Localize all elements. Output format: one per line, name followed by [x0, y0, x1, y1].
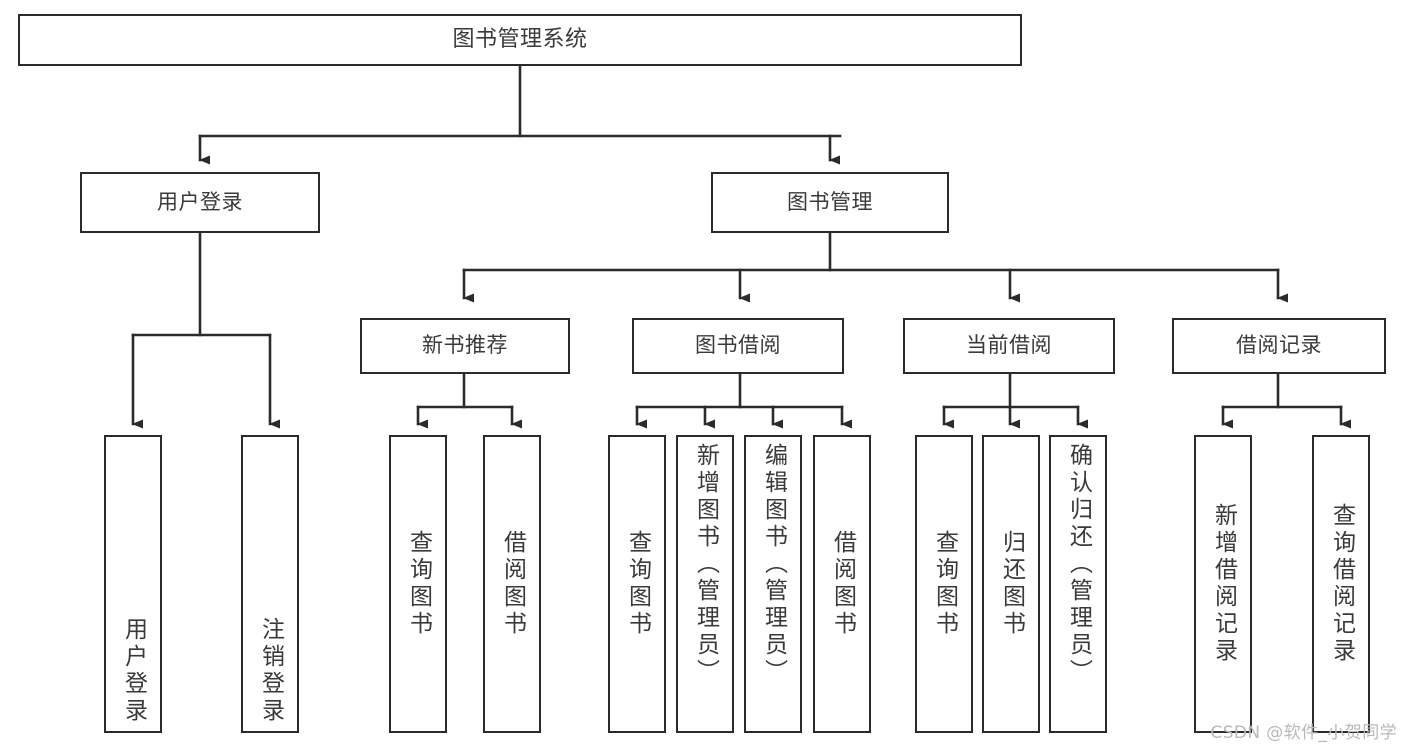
leaf-add-book-admin[interactable]: 新增图书（管理员） — [676, 435, 734, 733]
node-label: 用户登录 — [157, 189, 243, 214]
leaf-query-book-borrowing[interactable]: 查询图书 — [608, 435, 666, 733]
node-label: 查询图书 — [405, 530, 432, 638]
leaf-borrow-book-borrowing[interactable]: 借阅图书 — [813, 435, 871, 733]
node-borrowing-records[interactable]: 借阅记录 — [1172, 318, 1386, 374]
leaf-user-login[interactable]: 用户登录 — [104, 435, 162, 733]
leaf-return-book[interactable]: 归还图书 — [982, 435, 1040, 733]
node-label: 新书推荐 — [422, 333, 508, 358]
node-new-book-recommendation[interactable]: 新书推荐 — [360, 318, 570, 374]
node-label: 借阅图书 — [499, 530, 526, 638]
leaf-confirm-return-admin[interactable]: 确认归还（管理员） — [1049, 435, 1107, 733]
node-root-book-management-system[interactable]: 图书管理系统 — [18, 14, 1022, 66]
node-current-borrowing[interactable]: 当前借阅 — [903, 318, 1115, 374]
leaf-edit-book-admin[interactable]: 编辑图书（管理员） — [744, 435, 802, 733]
node-label: 借阅记录 — [1236, 333, 1322, 358]
node-label: 注销登录 — [257, 617, 284, 725]
node-label: 图书借阅 — [695, 333, 781, 358]
leaf-borrow-book-new-recommendation[interactable]: 借阅图书 — [483, 435, 541, 733]
leaf-add-borrowing-record[interactable]: 新增借阅记录 — [1194, 435, 1252, 733]
leaf-query-borrowing-record[interactable]: 查询借阅记录 — [1312, 435, 1370, 733]
node-label: 查询图书 — [624, 530, 651, 638]
node-label: 归还图书 — [998, 530, 1025, 638]
node-label: 当前借阅 — [966, 333, 1052, 358]
node-label: 查询借阅记录 — [1328, 503, 1355, 665]
leaf-query-book-current[interactable]: 查询图书 — [915, 435, 973, 733]
node-label: 确认归还（管理员） — [1065, 443, 1092, 686]
node-label: 借阅图书 — [829, 530, 856, 638]
leaf-query-book-new-recommendation[interactable]: 查询图书 — [389, 435, 447, 733]
node-label: 图书管理系统 — [452, 26, 588, 52]
node-label: 用户登录 — [120, 617, 147, 725]
node-label: 编辑图书（管理员） — [760, 443, 787, 686]
csdn-watermark: CSDN @软件_小贺同学 — [1210, 723, 1397, 743]
node-label: 查询图书 — [931, 530, 958, 638]
node-book-borrowing[interactable]: 图书借阅 — [632, 318, 844, 374]
node-book-management[interactable]: 图书管理 — [711, 172, 949, 233]
node-label: 新增图书（管理员） — [692, 443, 719, 686]
node-label: 图书管理 — [787, 189, 873, 214]
leaf-logout[interactable]: 注销登录 — [241, 435, 299, 733]
node-label: 新增借阅记录 — [1210, 503, 1237, 665]
node-user-login[interactable]: 用户登录 — [80, 172, 320, 233]
